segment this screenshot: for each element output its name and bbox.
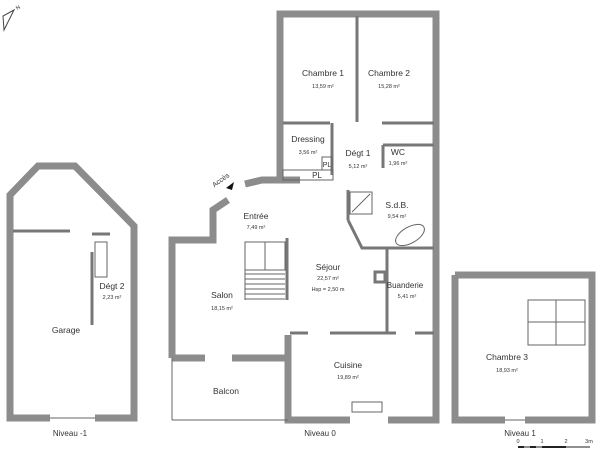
scale-tick: 2	[564, 439, 567, 445]
area-dressing: 3,56 m²	[299, 150, 318, 156]
level-minus-1-walls	[6, 162, 138, 422]
area-entree: 7,49 m²	[247, 225, 266, 231]
level-1-walls	[451, 271, 596, 424]
area-chambre-3: 18,93 m²	[496, 368, 518, 374]
room-sejour: Séjour	[316, 262, 341, 272]
scale-tick: 3m	[585, 439, 593, 445]
area-chambre-2: 15,28 m²	[378, 84, 400, 90]
stairs	[244, 238, 289, 300]
room-chambre-2: Chambre 2	[368, 68, 410, 78]
room-entree: Entrée	[243, 211, 268, 221]
area-buanderie: 5,41 m²	[398, 294, 417, 300]
room-degt-2: Dégt 2	[99, 281, 124, 291]
room-dressing: Dressing	[291, 134, 325, 144]
room-chambre-3: Chambre 3	[486, 352, 528, 362]
room-garage: Garage	[52, 325, 81, 335]
north-label: N	[15, 5, 22, 12]
area-sejour: 22,57 m²	[317, 276, 339, 282]
room-chambre-1: Chambre 1	[302, 68, 344, 78]
area-salon: 18,15 m²	[211, 306, 233, 312]
area-sdb: 9,54 m²	[388, 214, 407, 220]
area-wc: 1,96 m²	[389, 161, 408, 167]
room-buanderie: Buanderie	[387, 281, 424, 290]
area-degt-2: 2,23 m²	[103, 295, 122, 301]
level-label-first: Niveau 1	[504, 429, 536, 438]
room-wc: WC	[391, 147, 405, 157]
room-cuisine: Cuisine	[334, 360, 363, 370]
room-balcon: Balcon	[213, 386, 239, 396]
scale-bar: 0 1 2 3m	[516, 439, 593, 448]
room-sdb: S.d.B.	[385, 200, 408, 210]
room-pl-2: PL	[312, 171, 322, 180]
level-label-basement: Niveau -1	[53, 429, 88, 438]
access-arrow-icon	[226, 182, 234, 190]
room-degt-1: Dégt 1	[345, 148, 370, 158]
room-pl-1: PL	[323, 162, 332, 169]
scale-tick: 1	[540, 439, 543, 445]
area-chambre-1: 13,59 m²	[312, 84, 334, 90]
level-label-ground: Niveau 0	[304, 429, 336, 438]
area-degt-1: 5,12 m²	[349, 164, 368, 170]
room-salon: Salon	[211, 290, 233, 300]
scale-tick: 0	[516, 439, 519, 445]
level-0-walls	[168, 10, 440, 424]
north-arrow-icon: N	[2, 5, 22, 32]
ceiling-height: Hsp = 2,50 m	[312, 287, 345, 293]
area-cuisine: 19,89 m²	[337, 375, 359, 381]
